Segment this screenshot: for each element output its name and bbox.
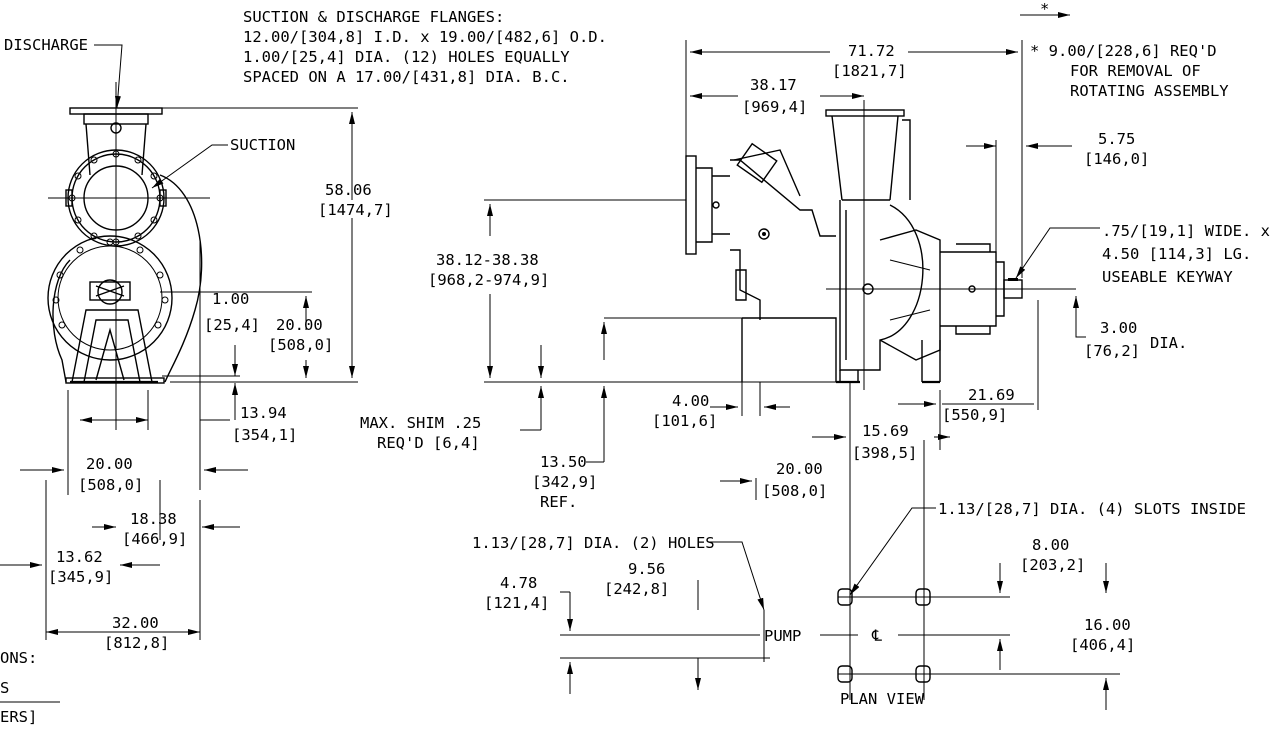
dim-575-metric: [146,0] <box>1084 150 1149 168</box>
slots-note: 1.13/[28,7] DIA. (4) SLOTS INSIDE <box>938 500 1246 518</box>
dim-478-value: 4.78 <box>500 574 537 592</box>
side-view-dimensions <box>484 12 1100 700</box>
dim-20v-metric: [508,0] <box>268 336 333 354</box>
suction-label: SUCTION <box>230 136 295 154</box>
dim-20h-value: 20.00 <box>86 455 133 473</box>
plan-view <box>560 440 1120 710</box>
legend-line-2: S <box>0 679 9 697</box>
dim-58-value: 58.06 <box>325 181 372 199</box>
dim-1362-value: 13.62 <box>56 548 103 566</box>
dim-1350-metric: [342,9] <box>532 473 597 491</box>
dim-32-metric: [812,8] <box>104 634 169 652</box>
dim-1600-value: 16.00 <box>1084 616 1131 634</box>
keyway-note-line-1: .75/[19,1] WIDE. x <box>1102 222 1270 240</box>
dim-3817-value: 38.17 <box>750 76 797 94</box>
dim-1394-metric: [354,1] <box>232 426 297 444</box>
dim-1350-value: 13.50 <box>540 453 587 471</box>
pump-label: PUMP <box>764 627 801 645</box>
shaft-dia-label: DIA. <box>1150 334 1187 352</box>
dim-1600-metric: [406,4] <box>1070 636 1135 654</box>
dim-400-value: 4.00 <box>672 392 709 410</box>
flange-note-line-3: 1.00/[25,4] DIA. (12) HOLES EQUALLY <box>243 48 570 66</box>
dim-956-metric: [242,8] <box>604 580 669 598</box>
flange-note-line-4: SPACED ON A 17.00/[431,8] DIA. B.C. <box>243 68 570 86</box>
front-view <box>47 82 210 430</box>
shim-line-2: REQ'D [6,4] <box>377 434 480 452</box>
legend-line-1: ONS: <box>0 649 37 667</box>
dim-1569-metric: [398,5] <box>852 444 917 462</box>
dim-3817-metric: [969,4] <box>742 98 807 116</box>
removal-asterisk: * <box>1040 0 1049 18</box>
dim-1-metric: [25,4] <box>204 316 260 334</box>
dim-3812-value: 38.12-38.38 <box>436 251 539 269</box>
dim-400-metric: [101,6] <box>652 412 717 430</box>
flange-note: SUCTION & DISCHARGE FLANGES: 12.00/[304,… <box>243 8 607 86</box>
legend-line-3: ERS] <box>0 708 37 726</box>
front-view-dimensions <box>0 44 358 640</box>
dim-32-value: 32.00 <box>112 614 159 632</box>
shim-line-1: MAX. SHIM .25 <box>360 414 481 432</box>
dim-478-metric: [121,4] <box>484 594 549 612</box>
dim-3812-metric: [968,2-974,9] <box>428 271 549 289</box>
dim-20s-metric: [508,0] <box>762 482 827 500</box>
side-view <box>685 100 1076 390</box>
dim-20s-value: 20.00 <box>776 460 823 478</box>
dim-2169-metric: [550,9] <box>942 406 1007 424</box>
dim-7172-value: 71.72 <box>848 42 895 60</box>
dim-2169-value: 21.69 <box>968 386 1015 404</box>
keyway-note-line-2: 4.50 [114,3] LG. <box>1102 245 1251 263</box>
dim-58-metric: [1474,7] <box>318 201 393 219</box>
dim-800-metric: [203,2] <box>1020 556 1085 574</box>
centerline-symbol: ℄ <box>871 627 883 645</box>
shaft-dia-metric: [76,2] <box>1084 342 1140 360</box>
dim-800-value: 8.00 <box>1032 536 1069 554</box>
shaft-dia-value: 3.00 <box>1100 319 1137 337</box>
keyway-note-line-3: USEABLE KEYWAY <box>1102 268 1233 286</box>
dim-1362-metric: [345,9] <box>48 568 113 586</box>
dim-1838-metric: [466,9] <box>122 530 187 548</box>
dim-20h-metric: [508,0] <box>78 476 143 494</box>
removal-note-line-3: ROTATING ASSEMBLY <box>1070 82 1229 100</box>
discharge-label: DISCHARGE <box>4 36 88 54</box>
holes-note: 1.13/[28,7] DIA. (2) HOLES <box>472 534 715 552</box>
dim-1394-value: 13.94 <box>240 404 287 422</box>
dim-575-value: 5.75 <box>1098 130 1135 148</box>
plan-view-label: PLAN VIEW <box>840 690 925 708</box>
removal-note-line-1: * 9.00/[228,6] REQ'D <box>1030 42 1217 60</box>
dim-956-value: 9.56 <box>628 560 665 578</box>
flange-note-line-2: 12.00/[304,8] I.D. x 19.00/[482,6] O.D. <box>243 28 607 46</box>
removal-note-line-2: FOR REMOVAL OF <box>1070 62 1201 80</box>
dim-1-value: 1.00 <box>212 290 249 308</box>
dim-1838-value: 18.38 <box>130 510 177 528</box>
flange-note-line-1: SUCTION & DISCHARGE FLANGES: <box>243 8 504 26</box>
dim-7172-metric: [1821,7] <box>832 62 907 80</box>
dim-20v-value: 20.00 <box>276 316 323 334</box>
dim-1569-value: 15.69 <box>862 422 909 440</box>
dim-1350-ref: REF. <box>540 493 577 511</box>
